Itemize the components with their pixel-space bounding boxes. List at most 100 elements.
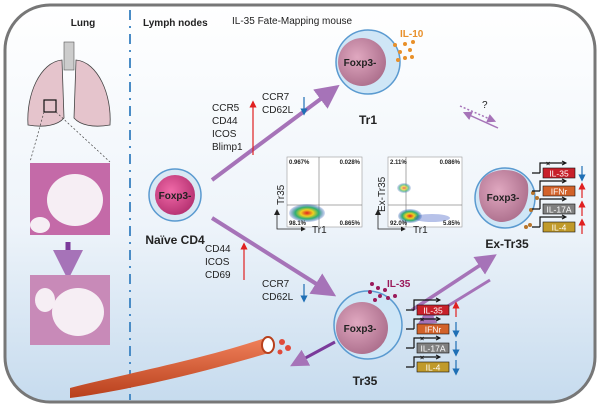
gene-row: IL-35: [406, 297, 460, 317]
tr1-label: Tr1: [359, 113, 377, 127]
tr35-label: Tr35: [353, 374, 378, 388]
gene-box: [416, 342, 450, 354]
tr1-upregulated-markers: CCR5 CD44 ICOS Blimp1: [212, 100, 257, 155]
flow-plot-extr35: 2.11% 0.086% 92.0% 5.85% Tr1 Ex-Tr35: [375, 156, 463, 236]
quadrant-value: 0.865%: [340, 221, 361, 227]
blocked-x-icon: ×: [420, 317, 424, 324]
gene-name: IFNr: [425, 325, 442, 335]
y-axis-label: Tr35: [276, 184, 287, 205]
lung-histology-before: [30, 163, 110, 235]
naive-cd4-cell: Foxp3- Naïve CD4: [145, 168, 205, 247]
gene-name: IL-17A: [546, 205, 571, 215]
tr1-cell: Foxp3- IL-10 Tr1: [335, 29, 424, 127]
marker: CD62L: [262, 105, 294, 116]
flow-density: [397, 183, 411, 193]
promoter-icon: [406, 299, 439, 311]
quadrant-value: 92.0%: [390, 221, 408, 227]
flow-density: [398, 209, 422, 223]
lung-header: Lung: [71, 18, 95, 29]
gene-row: ×IL-17A: [406, 335, 460, 357]
transcription-arrow-icon: [561, 214, 568, 220]
gene-row: ×IFNr: [406, 316, 460, 338]
gene-row: IL-4: [532, 214, 586, 234]
gene-name: IL-17A: [420, 344, 445, 354]
promoter-icon: [406, 337, 439, 349]
naive-to-tr1-arrow: [210, 84, 340, 182]
promoter-icon: [532, 162, 565, 174]
tr35-gene-panel: IL-35×IFNr×IL-17A×IL-4: [406, 297, 460, 376]
blood-vessel: [70, 336, 291, 398]
transcription-arrow-icon: [561, 160, 568, 166]
extr35-label: Ex-Tr35: [485, 237, 529, 251]
tr35-upregulated-markers: CD44 ICOS CD69: [205, 242, 248, 281]
flow-plot-tr35: 0.967% 0.028% 98.1% 0.865% Tr1 Tr35: [274, 156, 363, 236]
quadrant-value: 5.85%: [443, 221, 461, 227]
gene-name: IFNr: [551, 187, 568, 197]
gene-row: ×IL-4: [406, 354, 460, 376]
tr35-to-extr35-arrow: [411, 254, 497, 312]
gene-name: IL-4: [426, 363, 441, 373]
quadrant-value: 98.1%: [289, 221, 307, 227]
flow-density: [289, 204, 325, 222]
gene-box: [416, 323, 450, 335]
gene-name: IL-4: [552, 223, 567, 233]
extr35-to-tr1-arrow: [462, 111, 499, 129]
gene-name: IL-35: [549, 169, 569, 179]
promoter-icon: [532, 198, 565, 210]
promoter-icon: [406, 356, 439, 368]
transcription-arrow-icon: [435, 297, 442, 303]
marker: ICOS: [205, 257, 230, 268]
marker: CCR5: [212, 103, 240, 114]
quadrant-value: 0.967%: [289, 160, 310, 166]
x-axis-label: Tr1: [312, 225, 327, 236]
promoter-icon: [532, 216, 565, 228]
marker: Blimp1: [212, 142, 243, 153]
tr1-marker: Foxp3-: [344, 58, 377, 69]
gene-box: [542, 185, 576, 197]
marker: CD69: [205, 270, 231, 281]
lymph-nodes-header: Lymph nodes: [143, 18, 208, 29]
tr1-to-extr35-dashed-arrow: [459, 105, 497, 123]
gene-box: [542, 203, 576, 215]
flow-density: [414, 214, 450, 222]
il35-label: IL-35: [387, 279, 411, 290]
marker: ICOS: [212, 129, 237, 140]
tr35-cell: Foxp3- IL-35 Tr35: [333, 279, 411, 388]
diagram-title: IL-35 Fate-Mapping mouse: [232, 16, 353, 27]
gene-box: [416, 304, 450, 316]
marker: CD44: [212, 116, 238, 127]
quadrant-value: 2.11%: [390, 160, 407, 166]
gene-name: IL-35: [423, 306, 443, 316]
quadrant-value: 0.028%: [340, 160, 361, 166]
naive-to-tr35-arrow: [210, 216, 337, 297]
gene-row: IL-17A: [532, 196, 586, 216]
promoter-icon: [406, 318, 439, 330]
tr1-downregulated-markers: CCR7 CD62L: [262, 92, 308, 116]
marker: CCR7: [262, 92, 290, 103]
y-axis-label: Ex-Tr35: [377, 176, 388, 212]
lung-illustration: [27, 41, 111, 163]
extr35-marker: Foxp3-: [487, 193, 520, 204]
transcription-arrow-icon: [561, 196, 568, 202]
marker: CCR7: [262, 279, 290, 290]
marker: CD62L: [262, 292, 294, 303]
blocked-x-icon: ×: [420, 336, 424, 343]
transcription-arrow-icon: [561, 178, 568, 184]
gene-box: [542, 167, 576, 179]
naive-label: Naïve CD4: [145, 233, 205, 247]
x-axis-label: Tr1: [413, 225, 428, 236]
gene-row: ×IL-35: [532, 160, 586, 182]
gene-box: [416, 361, 450, 373]
il10-label: IL-10: [400, 29, 424, 40]
gene-row: IFNr: [532, 178, 586, 198]
naive-marker: Foxp3-: [159, 191, 192, 202]
tr35-marker: Foxp3-: [344, 324, 377, 335]
extr35-cell: Foxp3- Ex-Tr35: [474, 167, 539, 251]
transcription-arrow-icon: [435, 335, 442, 341]
transition-question: ?: [482, 100, 488, 111]
blocked-x-icon: ×: [420, 355, 424, 362]
quadrant-value: 0.086%: [440, 160, 461, 166]
marker: CD44: [205, 244, 231, 255]
